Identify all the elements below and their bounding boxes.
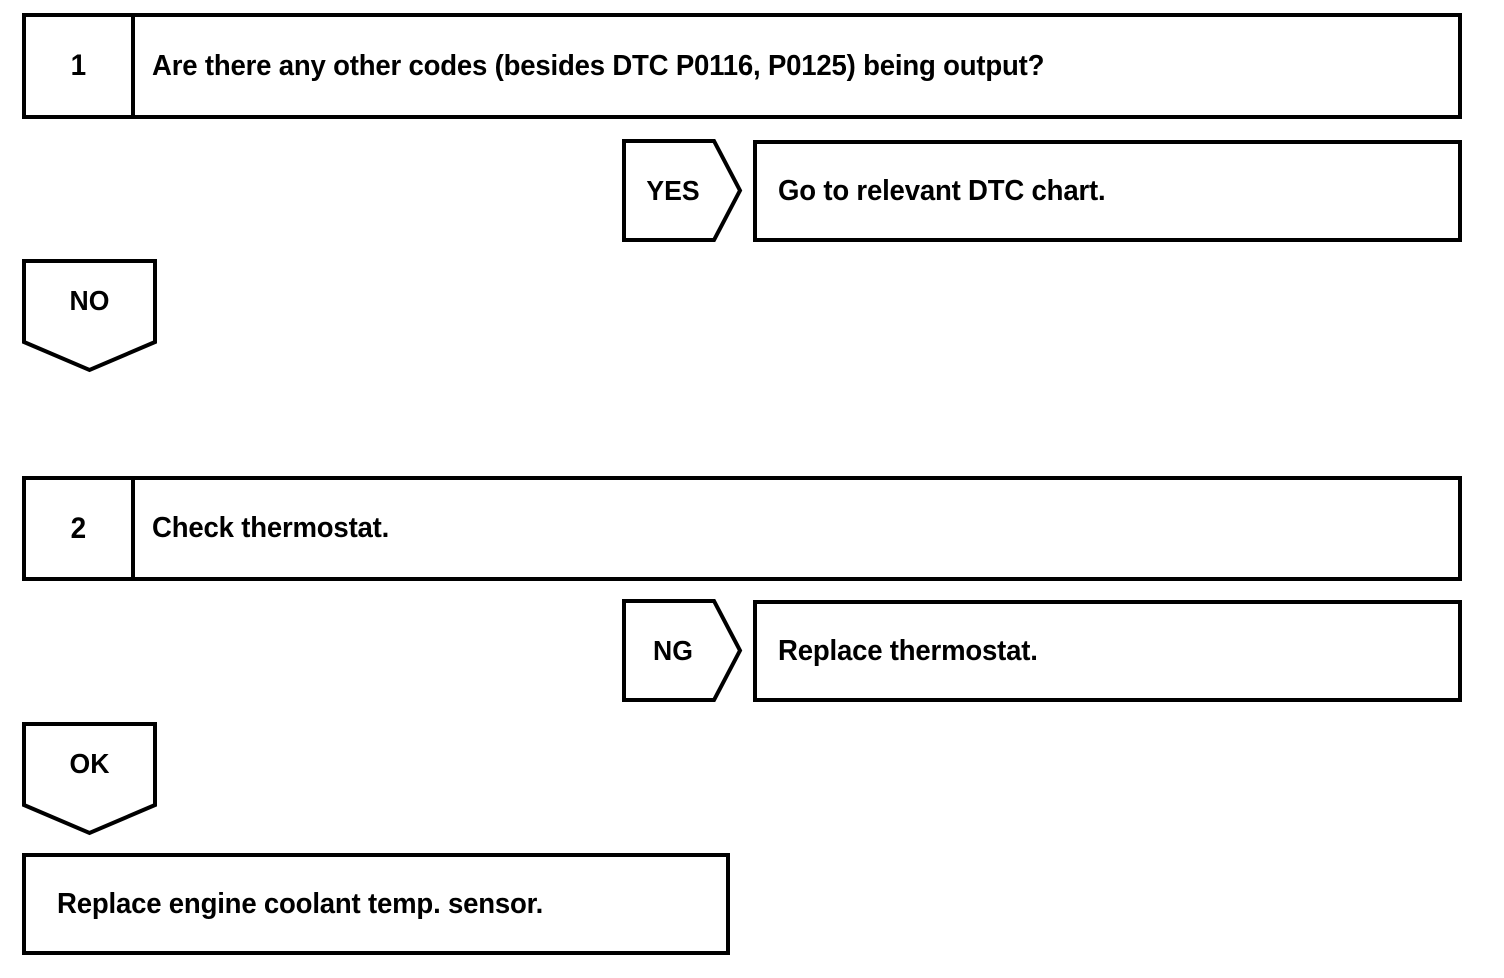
result-text-yes: Go to relevant DTC chart. — [778, 174, 1106, 207]
final-action-text: Replace engine coolant temp. sensor. — [57, 887, 544, 920]
branch-arrow-yes[interactable]: YES — [622, 139, 743, 242]
step-text-cell-2: Check thermostat. — [135, 480, 1458, 577]
step-number-2: 2 — [70, 511, 87, 545]
step-number-cell-2: 2 — [26, 480, 135, 577]
step-number-1: 1 — [70, 49, 87, 82]
no-arrow-icon — [22, 259, 157, 373]
branch-arrow-ng-label: NG — [653, 635, 693, 666]
step-box-1[interactable]: 1 Are there any other codes (besides DTC… — [22, 13, 1462, 119]
branch-arrow-ok-label: OK — [69, 748, 110, 779]
step-question-2: Check thermostat. — [152, 512, 390, 544]
ng-arrow-icon — [622, 599, 743, 702]
yes-arrow-icon — [622, 139, 743, 242]
step-box-2[interactable]: 2 Check thermostat. — [22, 476, 1462, 581]
result-box-ng[interactable]: Replace thermostat. — [753, 600, 1462, 702]
branch-arrow-ng[interactable]: NG — [622, 599, 743, 702]
branch-arrow-yes-label: YES — [646, 175, 700, 206]
branch-arrow-no[interactable]: NO — [22, 259, 157, 373]
result-box-yes[interactable]: Go to relevant DTC chart. — [753, 140, 1462, 242]
ok-arrow-icon — [22, 722, 157, 836]
branch-arrow-no-label: NO — [69, 285, 110, 316]
final-action-box[interactable]: Replace engine coolant temp. sensor. — [22, 853, 730, 955]
step-question-1: Are there any other codes (besides DTC P… — [152, 49, 1045, 82]
result-text-ng: Replace thermostat. — [778, 634, 1038, 667]
step-number-cell-1: 1 — [26, 17, 135, 115]
step-text-cell-1: Are there any other codes (besides DTC P… — [135, 17, 1458, 115]
branch-arrow-ok[interactable]: OK — [22, 722, 157, 836]
